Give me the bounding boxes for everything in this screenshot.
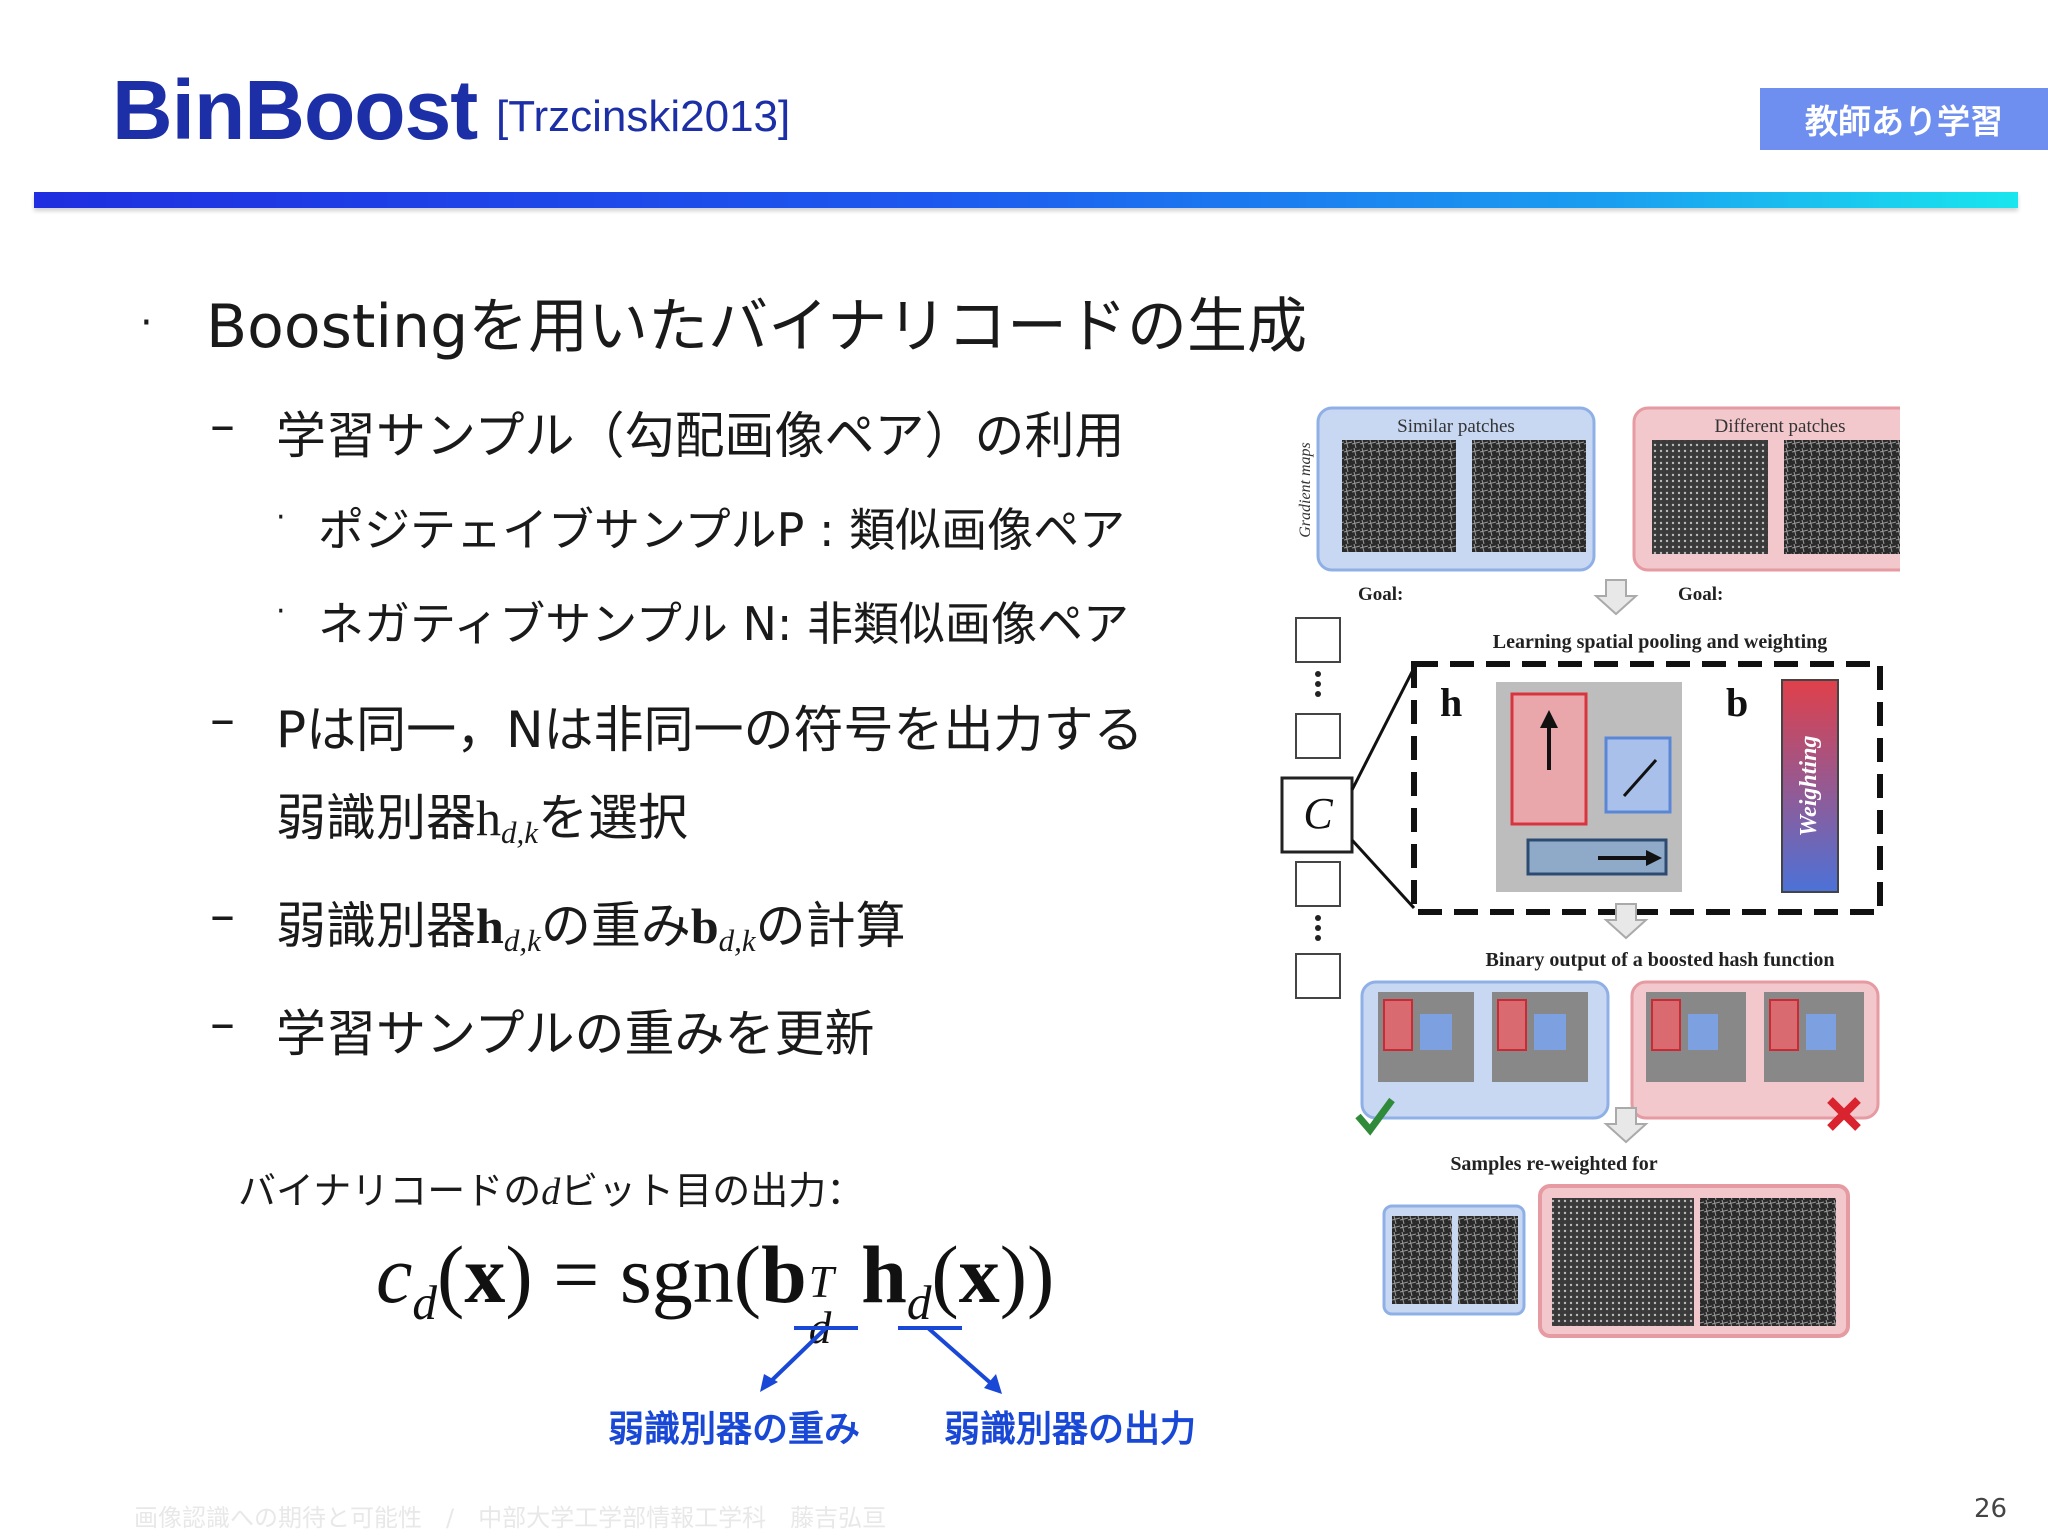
sub-bullet-1: 学習サンプル（勾配画像ペア）の利用	[276, 407, 1125, 465]
dash-2: –	[210, 690, 235, 748]
different-label: Different patches	[1714, 416, 1845, 437]
dash-3: –	[210, 886, 235, 944]
bullet-dot: ·	[140, 300, 153, 346]
svg-text:b: b	[1726, 680, 1748, 725]
dash-4: –	[210, 994, 235, 1052]
title-reference: [Trzcinski2013]	[496, 92, 791, 141]
category-badge: 教師あり学習	[1760, 88, 2048, 150]
bullet-dot-small: ·	[276, 500, 286, 535]
similar-label: Similar patches	[1397, 416, 1515, 437]
footer: 画像認識への期待と可能性 / 中部大学工学部情報工学科 藤吉弘亘	[134, 1504, 887, 1532]
binboost-figure: Similar patches Different patches Gradie…	[1280, 406, 1900, 1338]
sub-bullet-3: 弱識別器hd,kの重みbd,kの計算	[276, 897, 906, 958]
learning-label: Learning spatial pooling and weighting	[1493, 631, 1828, 653]
title-divider	[34, 192, 2018, 208]
binary-output-label: Binary output of a boosted hash function	[1486, 949, 1835, 971]
sub-bullet-2-line1: Pは同一，Nは非同一の符号を出力する	[276, 701, 1144, 759]
weighting-label: Weighting	[1796, 736, 1822, 837]
main-bullet: Boostingを用いたバイナリコードの生成	[206, 292, 1307, 362]
dash-1: –	[210, 396, 235, 454]
equation-arrows	[760, 1326, 1002, 1394]
output-label: 弱識別器の出力	[944, 1409, 1197, 1450]
page-number: 26	[1974, 1494, 2008, 1524]
gradient-maps-label: Gradient maps	[1297, 442, 1314, 538]
goal-left: Goal:	[1358, 584, 1403, 605]
sub-bullet-2-line2: 弱識別器hd,kを選択	[276, 789, 689, 850]
weight-label: 弱識別器の重み	[608, 1409, 861, 1450]
sub-bullet-4: 学習サンプルの重みを更新	[276, 1005, 875, 1063]
slide-title: BinBoost	[112, 63, 478, 157]
equation-caption: バイナリコードのdビット目の出力：	[238, 1169, 865, 1213]
sub-bullet-1b: ネガティブサンプル N: 非類似画像ペア	[318, 597, 1130, 651]
svg-text:h: h	[1440, 680, 1462, 725]
goal-right: Goal:	[1678, 584, 1723, 605]
sub-bullet-1a: ポジテェイブサンプルP : 類似画像ペア	[318, 503, 1126, 557]
reweighted-label: Samples re-weighted for	[1450, 1153, 1657, 1175]
svg-text:C: C	[1303, 789, 1333, 838]
bullet-dot-small: ·	[276, 594, 286, 629]
